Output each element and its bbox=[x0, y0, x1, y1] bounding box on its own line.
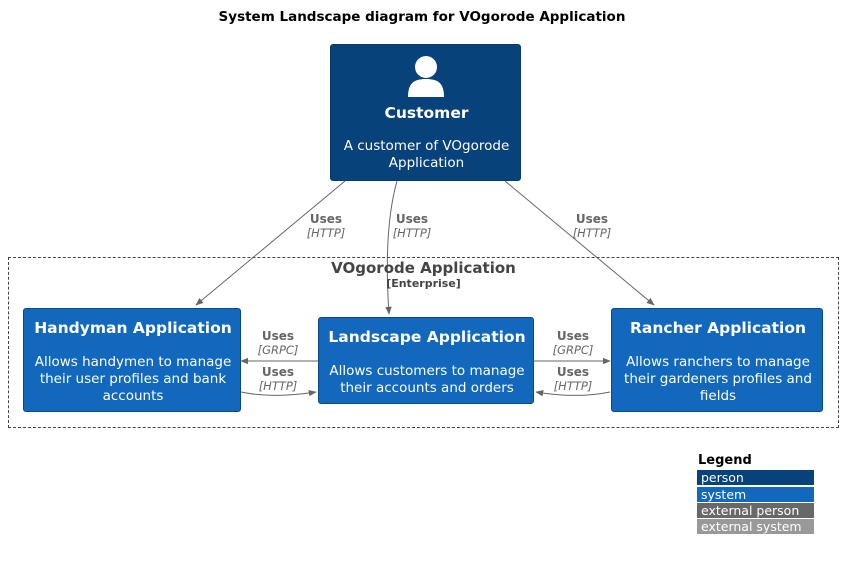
relation-tech: [HTTP] bbox=[572, 226, 612, 240]
legend-item-external-system: external system bbox=[697, 519, 814, 534]
relation-rancher-landscape-label: Uses [HTTP] bbox=[547, 365, 599, 393]
diagram-title: System Landscape diagram for VOgorode Ap… bbox=[218, 9, 626, 25]
relation-tech: [GRPC] bbox=[552, 343, 594, 357]
rancher-name: Rancher Application bbox=[629, 319, 807, 337]
relation-customer-handyman-label: Uses [HTTP] bbox=[300, 212, 352, 240]
relation-label: Uses bbox=[556, 365, 590, 379]
relation-tech: [HTTP] bbox=[392, 226, 432, 240]
handyman-name: Handyman Application bbox=[34, 319, 232, 337]
relation-tech: [HTTP] bbox=[306, 226, 346, 240]
rancher-application-box[interactable]: Rancher Application Allows ranchers to m… bbox=[611, 308, 823, 412]
relation-landscape-rancher-label: Uses [GRPC] bbox=[547, 329, 599, 357]
rancher-description-line1: Allows ranchers to manage bbox=[626, 354, 810, 370]
relation-label: Uses bbox=[556, 329, 590, 343]
handyman-description-line1: Allows handymen to manage bbox=[34, 354, 232, 370]
relation-tech: [GRPC] bbox=[257, 343, 299, 357]
rancher-description-line3: fields bbox=[699, 388, 737, 404]
edge-customer-handyman bbox=[195, 180, 346, 306]
customer-person[interactable]: Customer A customer of VOgorode Applicat… bbox=[330, 44, 521, 181]
relation-tech: [HTTP] bbox=[553, 379, 593, 393]
relation-label: Uses bbox=[395, 212, 429, 226]
relation-label: Uses bbox=[261, 329, 295, 343]
handyman-description-line3: accounts bbox=[102, 388, 164, 404]
edge-customer-landscape bbox=[385, 180, 398, 315]
relation-label: Uses bbox=[575, 212, 609, 226]
rancher-description-line2: their gardeners profiles and bbox=[624, 371, 812, 387]
relation-customer-rancher-label: Uses [HTTP] bbox=[566, 212, 618, 240]
enterprise-boundary bbox=[8, 257, 839, 428]
landscape-application-box[interactable]: Landscape Application Allows customers t… bbox=[318, 317, 534, 404]
landscape-description-line1: Allows customers to manage bbox=[329, 363, 525, 379]
legend-title: Legend bbox=[698, 453, 752, 468]
handyman-description-line2: their user profiles and bank bbox=[39, 371, 227, 387]
customer-description-line1: A customer of VOgorode bbox=[343, 138, 510, 154]
edge-customer-rancher bbox=[504, 180, 655, 306]
legend-item-external-person: external person bbox=[697, 503, 814, 518]
relation-tech: [HTTP] bbox=[258, 379, 298, 393]
legend-item-system: system bbox=[697, 487, 814, 502]
edge-handyman-landscape bbox=[240, 389, 317, 397]
relation-label: Uses bbox=[261, 365, 295, 379]
customer-name: Customer bbox=[384, 104, 469, 122]
landscape-name: Landscape Application bbox=[328, 328, 526, 346]
relation-handyman-landscape-label: Uses [HTTP] bbox=[252, 365, 304, 393]
relation-landscape-handyman-label: Uses [GRPC] bbox=[252, 329, 304, 357]
customer-description-line2: Application bbox=[388, 155, 465, 171]
legend-item-person: person bbox=[697, 470, 814, 485]
boundary-type: [Enterprise] bbox=[386, 277, 461, 290]
edge-rancher-landscape bbox=[535, 390, 611, 397]
handyman-application-box[interactable]: Handyman Application Allows handymen to … bbox=[23, 308, 241, 412]
boundary-name: VOgorode Application bbox=[331, 259, 516, 277]
relation-customer-landscape-label: Uses [HTTP] bbox=[386, 212, 438, 240]
person-icon bbox=[408, 56, 444, 97]
landscape-description-line2: their accounts and orders bbox=[340, 380, 514, 396]
relation-label: Uses bbox=[309, 212, 343, 226]
